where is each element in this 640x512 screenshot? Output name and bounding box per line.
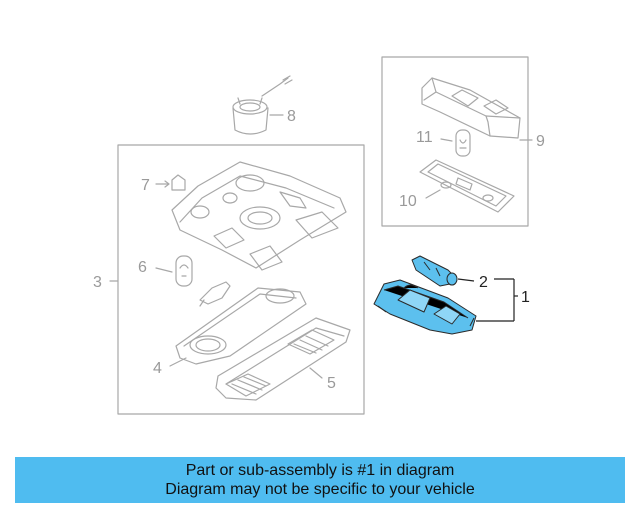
leaders-1-2 bbox=[457, 278, 518, 322]
callout-10: 10 bbox=[399, 193, 417, 210]
parts-diagram: 1 2 3 4 5 6 7 8 9 10 11 bbox=[93, 56, 545, 415]
part-3-console-frame bbox=[109, 161, 347, 282]
callout-3: 3 bbox=[93, 274, 102, 291]
banner-line-1: Part or sub-assembly is #1 in diagram bbox=[185, 462, 455, 479]
part-10-lens bbox=[419, 159, 515, 213]
info-banner: Part or sub-assembly is #1 in diagram Di… bbox=[15, 457, 625, 503]
part-2-bulb-highlighted bbox=[411, 255, 458, 287]
callout-11: 11 bbox=[416, 129, 433, 146]
callout-1: 1 bbox=[521, 289, 530, 306]
callout-9: 9 bbox=[536, 133, 545, 150]
festoon-bulb bbox=[199, 281, 231, 307]
callout-2: 2 bbox=[479, 274, 488, 291]
part-8-socket bbox=[232, 75, 293, 135]
part-11-bulb bbox=[440, 129, 471, 157]
part-5-cover bbox=[215, 317, 351, 401]
part-9-housing bbox=[421, 77, 533, 141]
group-box-3 bbox=[117, 144, 365, 415]
part-4-lens-panel bbox=[169, 287, 307, 367]
callout-6: 6 bbox=[138, 259, 147, 276]
part-1-lamp-assembly-highlighted bbox=[373, 279, 477, 335]
banner-line-2: Diagram may not be specific to your vehi… bbox=[165, 481, 475, 498]
part-6-bulb bbox=[155, 255, 193, 287]
callout-4: 4 bbox=[153, 360, 162, 377]
callout-8: 8 bbox=[287, 108, 296, 125]
part-7-clip bbox=[155, 174, 186, 191]
callout-7: 7 bbox=[141, 177, 150, 194]
group-box-9 bbox=[381, 56, 529, 227]
callout-5: 5 bbox=[327, 375, 336, 392]
